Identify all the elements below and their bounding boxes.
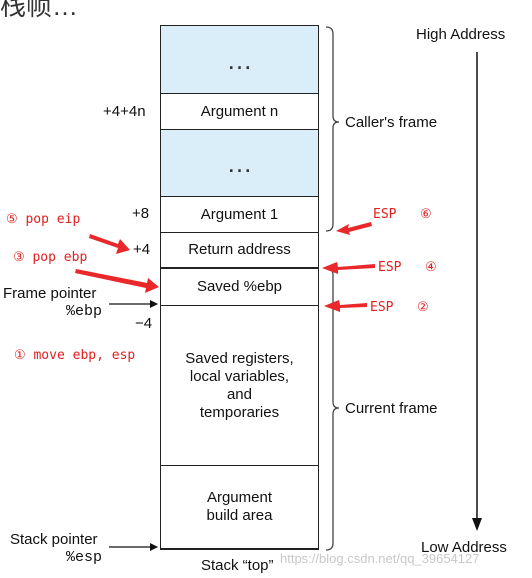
offset-plus-4n: +4+4n (103, 103, 146, 120)
annotation-pop-ebp: ③ pop ebp (13, 250, 88, 265)
callers-frame-brace (325, 26, 340, 232)
red-arrow-pop-ebp (75, 269, 159, 293)
stack-cell-dots-top: … (160, 25, 319, 93)
offset-minus-4: −4 (135, 315, 153, 332)
step-number: ⑥ (419, 207, 432, 222)
annotation-esp-4: ESP ④ (378, 260, 437, 275)
red-arrow-esp-4 (322, 262, 375, 274)
esp-label: ESP (370, 300, 394, 315)
annotation-pop-eip: ⑤ pop eip (6, 212, 81, 227)
frame-pointer-register: %ebp (66, 303, 103, 320)
esp-label: ESP (378, 260, 402, 275)
cell-label: Argument build area (206, 489, 273, 524)
saved-ebp-text: Saved %ebp (196, 278, 283, 295)
red-arrows (75, 222, 375, 312)
step-number: ④ (424, 260, 437, 275)
stack-top-label: Stack “top” (201, 557, 274, 574)
cell-label: Argument 1 (200, 205, 279, 223)
high-address-label: High Address (416, 26, 506, 43)
red-arrow-pop-eip (89, 234, 130, 254)
cell-label: Return address (188, 241, 291, 258)
offset-plus-8: +8 (132, 205, 150, 222)
stack-cell-dots-mid: … (160, 129, 319, 196)
annotation-move-ebp-esp: ① move ebp, esp (14, 348, 136, 363)
stack-pointer-register: %esp (66, 549, 103, 566)
annotation-esp-6: ESP ⑥ (373, 207, 432, 222)
page-title: 栈帧… (0, 0, 79, 21)
stack-cell-return-address: Return address (160, 232, 319, 267)
esp-label: ESP (373, 207, 397, 222)
stack-cell-saved-ebp: Saved %ebp (160, 267, 319, 305)
step-number: ② (416, 300, 429, 315)
cell-label: Argument n (200, 102, 279, 120)
stack-cell-argument-n: Argument n (160, 93, 319, 129)
stack-pointer-label: Stack pointer (10, 531, 98, 548)
cell-label: Saved registers, local variables, and te… (185, 349, 294, 421)
watermark: https://blog.csdn.net/qq_39654127 (280, 551, 480, 566)
annotation-esp-2: ESP ② (370, 300, 429, 315)
frame-pointer-label: Frame pointer (3, 285, 97, 302)
stack-cell-argument-1: Argument 1 (160, 196, 319, 232)
red-arrow-esp-6 (336, 222, 372, 235)
arrow-head-icon (472, 518, 482, 531)
stack-cell-argument-build: Argument build area (160, 465, 319, 550)
red-arrow-esp-2 (324, 300, 367, 312)
stack-cell-saved-registers: Saved registers, local variables, and te… (160, 305, 319, 465)
callers-frame-label: Caller's frame (345, 114, 438, 131)
low-address-label: Low Address (421, 539, 507, 556)
cell-label: Saved %ebp (197, 278, 282, 296)
offset-plus-4: +4 (133, 241, 151, 258)
current-frame-label: Current frame (345, 400, 438, 417)
